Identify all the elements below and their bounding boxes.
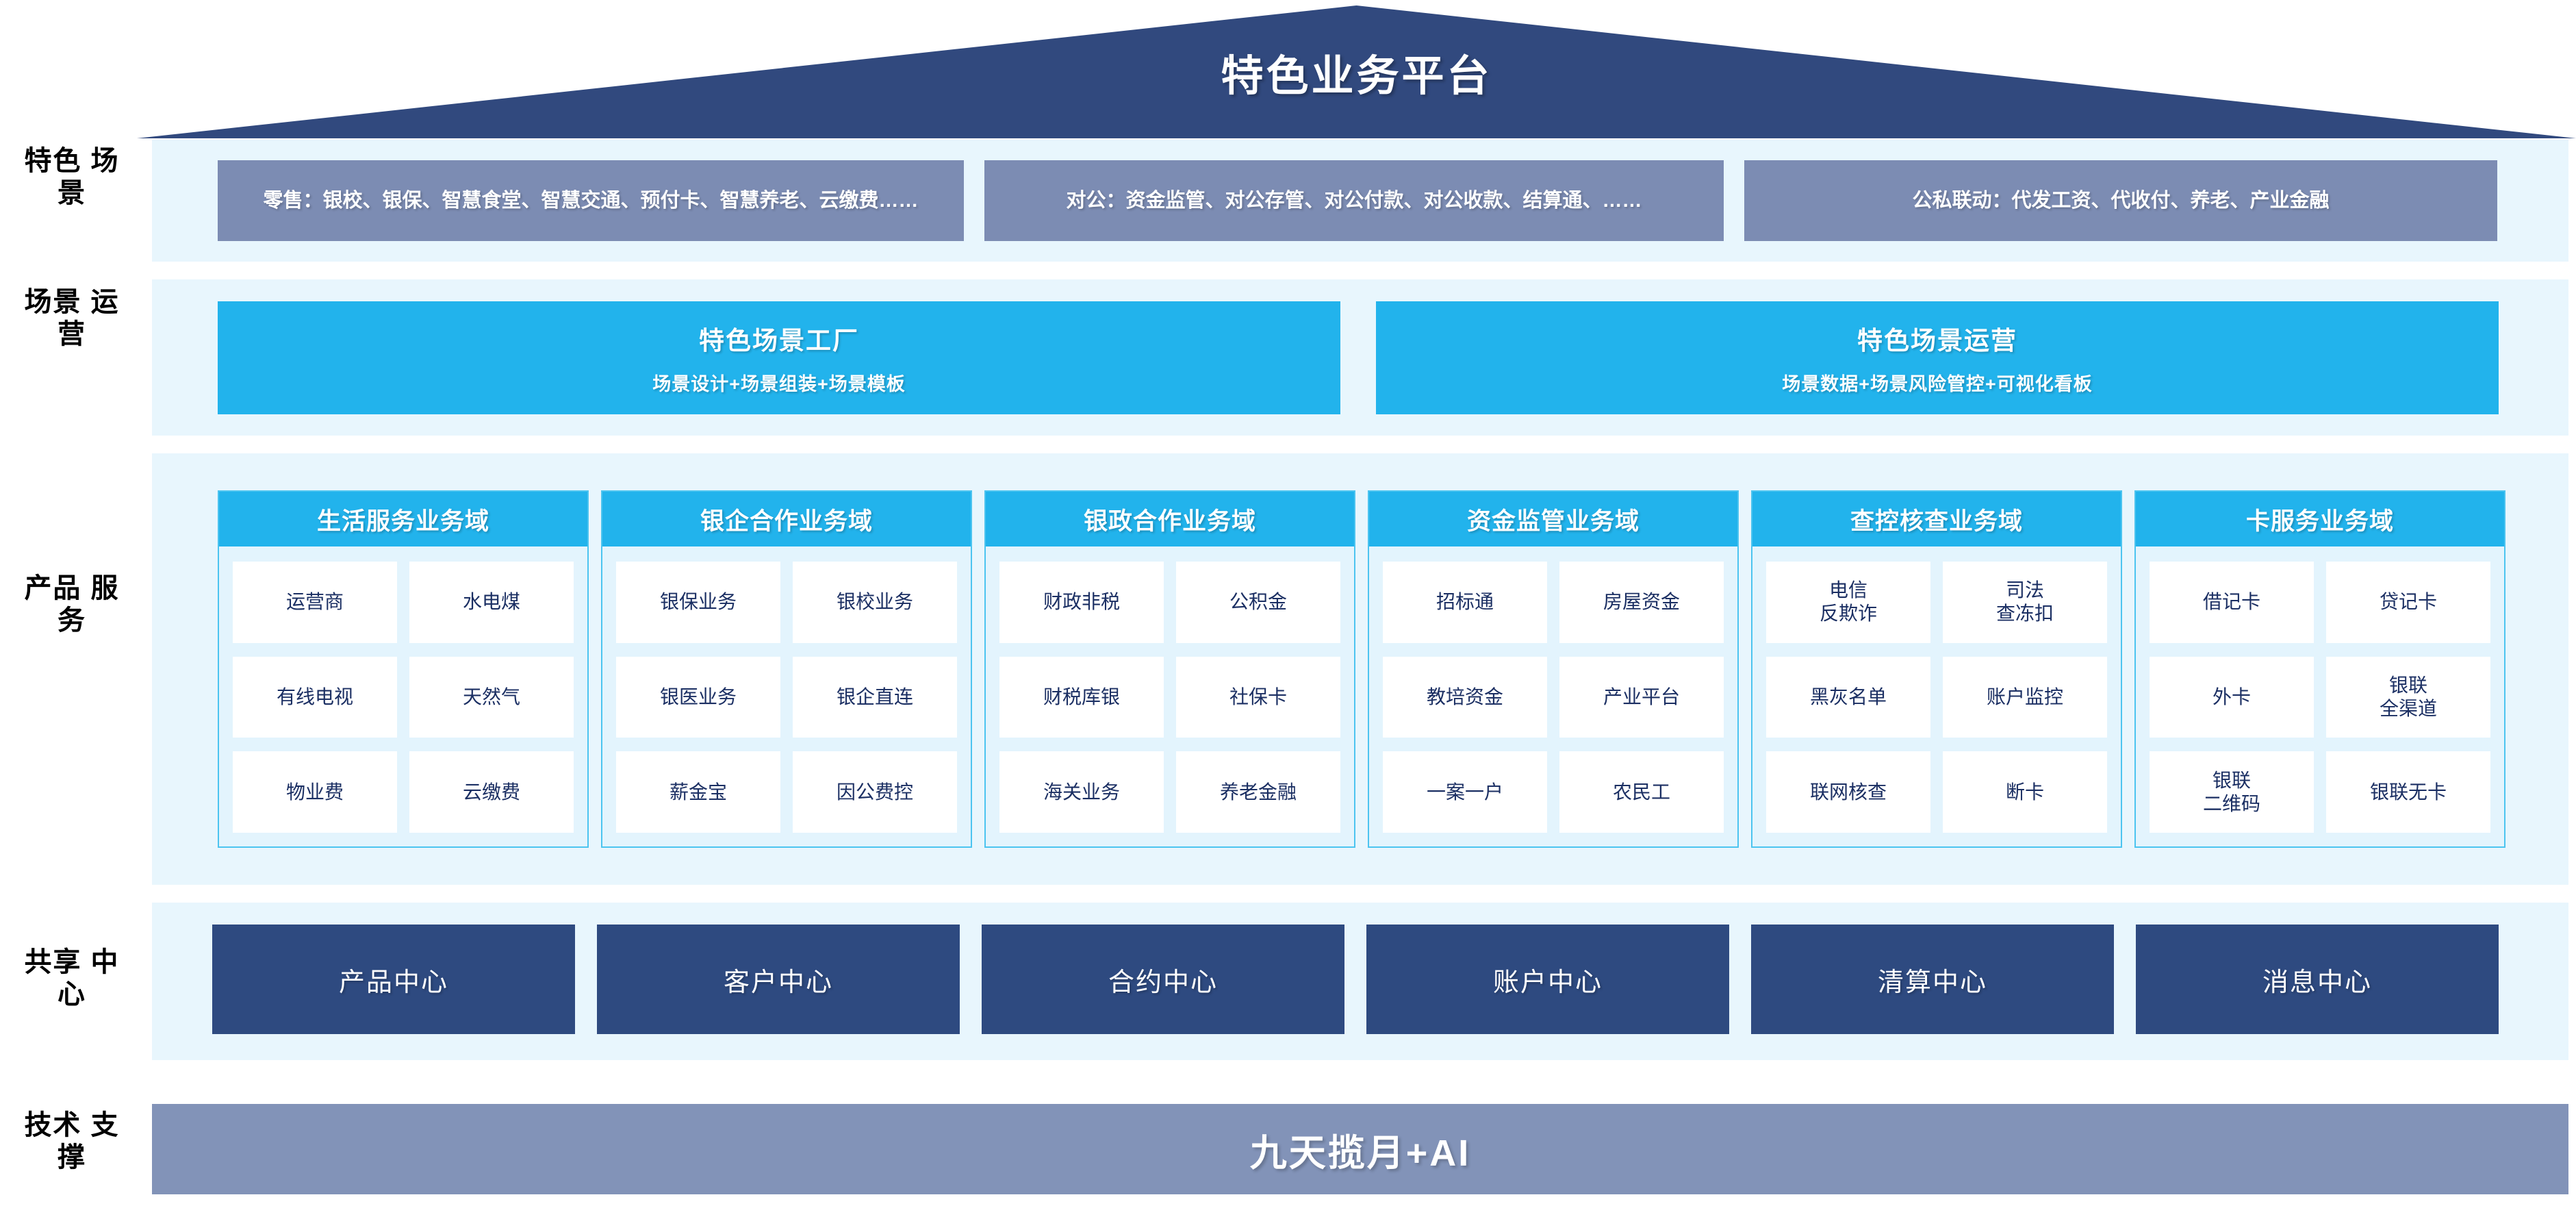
domain-item-grid: 电信 反欺诈 司法 查冻扣 黑灰名单 账户监控 联网核查 断卡 [1752, 546, 2121, 846]
domain-item[interactable]: 银企直连 [793, 656, 957, 738]
domain-column-bank-government[interactable]: 银政合作业务域 财政非税 公积金 财税库银 社保卡 海关业务 养老金融 [984, 490, 1355, 848]
domain-item[interactable]: 社保卡 [1176, 656, 1340, 738]
center-box-account[interactable]: 账户中心 [1366, 925, 1729, 1034]
domain-title: 查控核查业务域 [1752, 492, 2121, 546]
domain-item[interactable]: 招标通 [1383, 562, 1547, 643]
domain-item[interactable]: 账户监控 [1943, 656, 2107, 738]
domain-item[interactable]: 银医业务 [616, 656, 780, 738]
domain-item[interactable]: 银联 全渠道 [2326, 656, 2490, 738]
domain-item[interactable]: 云缴费 [409, 751, 574, 833]
domain-title: 卡服务业务域 [2136, 492, 2504, 546]
domain-item[interactable]: 薪金宝 [616, 751, 780, 833]
domain-item[interactable]: 银联无卡 [2326, 751, 2490, 833]
domain-item-grid: 招标通 房屋资金 教培资金 产业平台 一案一户 农民工 [1369, 546, 1737, 846]
row-label-scene: 特色 场景 [24, 146, 120, 209]
row-label-operation: 场景 运营 [24, 287, 120, 350]
domain-item[interactable]: 农民工 [1559, 751, 1724, 833]
operation-operation-subtitle: 场景数据+场景风险管控+可视化看板 [1782, 374, 2093, 394]
domain-item[interactable]: 房屋资金 [1559, 562, 1724, 643]
domain-item-grid: 借记卡 贷记卡 外卡 银联 全渠道 银联 二维码 银联无卡 [2136, 546, 2504, 846]
page-title: 特色业务平台 [1221, 53, 1492, 100]
domain-item[interactable]: 借记卡 [2150, 562, 2314, 643]
scene-box-retail[interactable]: 零售：银校、银保、智慧食堂、智慧交通、预付卡、智慧养老、云缴费…… [218, 160, 964, 241]
domain-column-card-service[interactable]: 卡服务业务域 借记卡 贷记卡 外卡 银联 全渠道 银联 二维码 银联无卡 [2134, 490, 2505, 848]
domain-item[interactable]: 水电煤 [409, 562, 574, 643]
domain-item[interactable]: 财税库银 [999, 656, 1164, 738]
domain-item[interactable]: 司法 查冻扣 [1943, 562, 2107, 643]
domain-item[interactable]: 黑灰名单 [1766, 656, 1930, 738]
domain-item[interactable]: 银保业务 [616, 562, 780, 643]
domain-item[interactable]: 因公费控 [793, 751, 957, 833]
domain-column-fund-supervision[interactable]: 资金监管业务域 招标通 房屋资金 教培资金 产业平台 一案一户 农民工 [1368, 490, 1739, 848]
scene-box-corporate[interactable]: 对公：资金监管、对公存管、对公付款、对公收款、结算通、…… [984, 160, 1724, 241]
domain-item[interactable]: 公积金 [1176, 562, 1340, 643]
domain-column-life-service[interactable]: 生活服务业务域 运营商 水电煤 有线电视 天然气 物业费 云缴费 [218, 490, 589, 848]
domain-item[interactable]: 有线电视 [233, 656, 397, 738]
domain-item[interactable]: 贷记卡 [2326, 562, 2490, 643]
domain-item[interactable]: 一案一户 [1383, 751, 1547, 833]
domain-item[interactable]: 断卡 [1943, 751, 2107, 833]
operation-factory-title: 特色场景工厂 [699, 327, 859, 355]
row-label-center: 共享 中心 [24, 947, 120, 1010]
platform-roof: 特色业务平台 [137, 5, 2576, 138]
row-label-tech: 技术 支撑 [24, 1110, 120, 1173]
tech-support-bar[interactable]: 九天揽月+AI [152, 1104, 2568, 1194]
domain-item[interactable]: 养老金融 [1176, 751, 1340, 833]
operation-box-factory[interactable]: 特色场景工厂 场景设计+场景组装+场景模板 [218, 301, 1340, 414]
domain-item[interactable]: 运营商 [233, 562, 397, 643]
domain-title: 生活服务业务域 [219, 492, 587, 546]
operation-factory-subtitle: 场景设计+场景组装+场景模板 [652, 374, 906, 394]
domain-title: 银政合作业务域 [986, 492, 1354, 546]
center-box-message[interactable]: 消息中心 [2136, 925, 2499, 1034]
domain-item[interactable]: 物业费 [233, 751, 397, 833]
scene-box-linkage[interactable]: 公私联动：代发工资、代收付、养老、产业金融 [1744, 160, 2497, 241]
domain-item[interactable]: 电信 反欺诈 [1766, 562, 1930, 643]
operation-operation-title: 特色场景运营 [1857, 327, 2017, 355]
domain-item[interactable]: 财政非税 [999, 562, 1164, 643]
domain-item[interactable]: 银校业务 [793, 562, 957, 643]
operation-box-operation[interactable]: 特色场景运营 场景数据+场景风险管控+可视化看板 [1376, 301, 2499, 414]
domain-column-bank-enterprise[interactable]: 银企合作业务域 银保业务 银校业务 银医业务 银企直连 薪金宝 因公费控 [601, 490, 972, 848]
center-box-contract[interactable]: 合约中心 [982, 925, 1344, 1034]
domain-item[interactable]: 外卡 [2150, 656, 2314, 738]
domain-item[interactable]: 银联 二维码 [2150, 751, 2314, 833]
domain-item[interactable]: 教培资金 [1383, 656, 1547, 738]
domain-item-grid: 运营商 水电煤 有线电视 天然气 物业费 云缴费 [219, 546, 587, 846]
domain-column-investigation[interactable]: 查控核查业务域 电信 反欺诈 司法 查冻扣 黑灰名单 账户监控 联网核查 断卡 [1751, 490, 2122, 848]
domain-title: 银企合作业务域 [602, 492, 971, 546]
center-box-product[interactable]: 产品中心 [212, 925, 575, 1034]
domain-title: 资金监管业务域 [1369, 492, 1737, 546]
domain-item[interactable]: 海关业务 [999, 751, 1164, 833]
row-label-product: 产品 服务 [24, 573, 120, 636]
domain-item[interactable]: 产业平台 [1559, 656, 1724, 738]
domain-item-grid: 财政非税 公积金 财税库银 社保卡 海关业务 养老金融 [986, 546, 1354, 846]
center-box-customer[interactable]: 客户中心 [597, 925, 960, 1034]
domain-item[interactable]: 联网核查 [1766, 751, 1930, 833]
center-box-settlement[interactable]: 清算中心 [1751, 925, 2114, 1034]
domain-item[interactable]: 天然气 [409, 656, 574, 738]
domain-item-grid: 银保业务 银校业务 银医业务 银企直连 薪金宝 因公费控 [602, 546, 971, 846]
